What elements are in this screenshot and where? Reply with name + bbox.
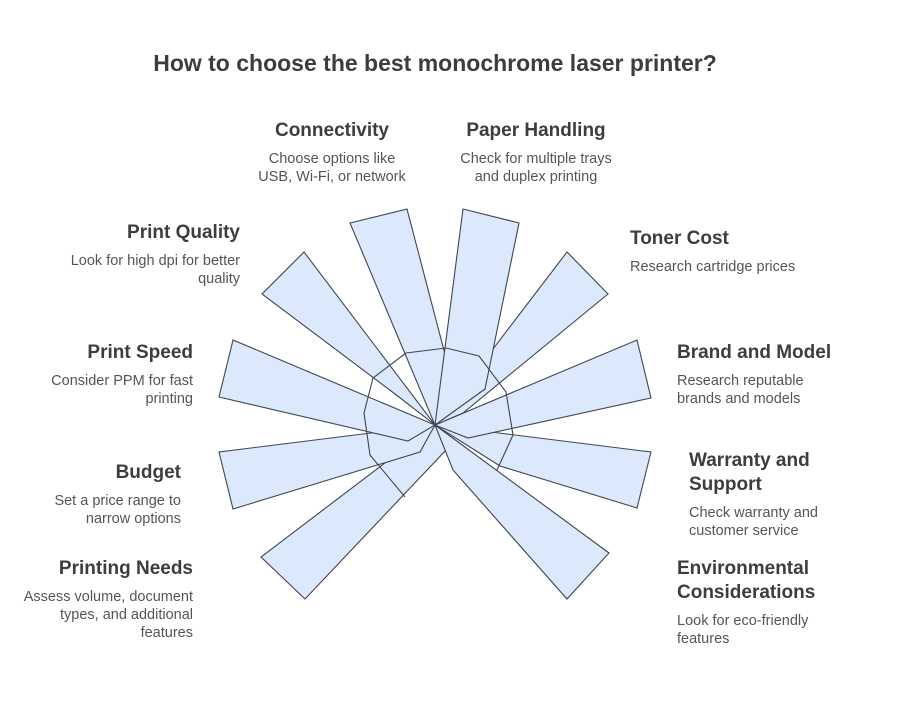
label-environmental: Environmental Considerations Look for ec… bbox=[677, 557, 857, 648]
heading-budget: Budget bbox=[115, 462, 181, 483]
heading-connectivity: Connectivity bbox=[274, 120, 390, 141]
heading-environmental: Environmental Considerations bbox=[677, 558, 816, 603]
blade-budget bbox=[218, 424, 437, 510]
heading-printing-needs: Printing Needs bbox=[58, 558, 193, 579]
blade-environmental bbox=[433, 423, 610, 600]
description-budget: Set a price range to narrow options bbox=[54, 493, 181, 527]
description-warranty: Check warranty and customer service bbox=[689, 505, 818, 539]
label-connectivity: Connectivity Choose options like USB, Wi… bbox=[232, 119, 432, 186]
description-print-quality: Look for high dpi for better quality bbox=[70, 253, 240, 287]
blade-warranty bbox=[434, 424, 652, 509]
heading-paper-handling: Paper Handling bbox=[466, 120, 606, 141]
label-brand-model: Brand and Model Research reputable brand… bbox=[677, 341, 877, 408]
label-toner-cost: Toner Cost Research cartridge prices bbox=[630, 227, 830, 276]
label-printing-needs: Printing Needs Assess volume, document t… bbox=[0, 557, 193, 642]
label-paper-handling: Paper Handling Check for multiple trays … bbox=[436, 119, 636, 186]
description-environmental: Look for eco-friendly features bbox=[677, 613, 809, 647]
description-brand-model: Research reputable brands and models bbox=[677, 373, 804, 407]
label-print-speed: Print Speed Consider PPM for fast printi… bbox=[0, 341, 193, 408]
blade-print-quality bbox=[261, 251, 436, 426]
blade-print-speed bbox=[218, 339, 437, 442]
description-print-speed: Consider PPM for fast printing bbox=[51, 373, 193, 407]
label-print-quality: Print Quality Look for high dpi for bett… bbox=[40, 221, 240, 288]
heading-print-quality: Print Quality bbox=[127, 222, 240, 243]
label-warranty: Warranty and Support Check warranty and … bbox=[689, 449, 849, 540]
heading-print-speed: Print Speed bbox=[87, 342, 193, 363]
description-paper-handling: Check for multiple trays and duplex prin… bbox=[460, 151, 612, 185]
blade-paper-handling bbox=[434, 208, 520, 427]
description-connectivity: Choose options like USB, Wi-Fi, or netwo… bbox=[258, 151, 406, 185]
heading-toner-cost: Toner Cost bbox=[630, 228, 729, 249]
description-toner-cost: Research cartridge prices bbox=[630, 259, 796, 275]
blade-brand-model bbox=[433, 339, 652, 439]
description-printing-needs: Assess volume, document types, and addit… bbox=[23, 589, 193, 641]
diagram-title: How to choose the best monochrome laser … bbox=[153, 50, 717, 76]
label-budget: Budget Set a price range to narrow optio… bbox=[0, 461, 181, 528]
heading-warranty: Warranty and Support bbox=[689, 450, 810, 495]
heading-brand-model: Brand and Model bbox=[677, 342, 832, 363]
